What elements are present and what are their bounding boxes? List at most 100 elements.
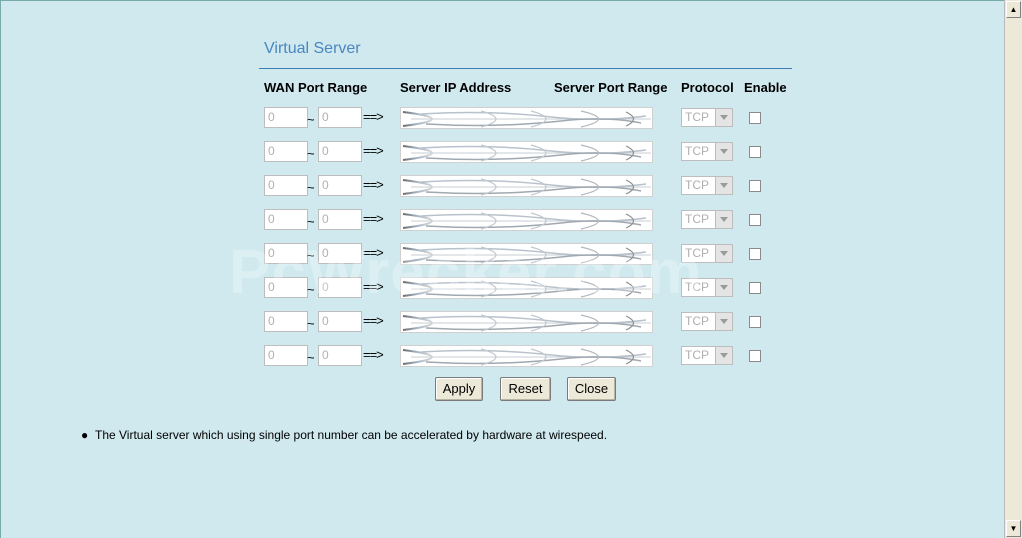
protocol-select[interactable]: TCP — [681, 278, 733, 297]
wan-port-end-input[interactable]: 0 — [318, 209, 362, 230]
enable-checkbox[interactable] — [749, 350, 761, 362]
enable-checkbox[interactable] — [749, 214, 761, 226]
obscured-scribble-icon — [402, 110, 651, 128]
server-ip-and-port-obscured[interactable] — [400, 243, 653, 265]
obscured-scribble-icon — [402, 144, 651, 162]
chevron-down-icon[interactable] — [715, 313, 732, 330]
obscured-scribble-icon — [402, 246, 651, 264]
server-row: 0 ~ 0 ==> — [1, 175, 1001, 199]
server-row: 0 ~ 0 ==> — [1, 243, 1001, 267]
protocol-value: TCP — [685, 144, 709, 158]
chevron-down-icon[interactable] — [715, 143, 732, 160]
vertical-scrollbar[interactable]: ▲ ▼ — [1004, 0, 1022, 538]
enable-checkbox[interactable] — [749, 112, 761, 124]
chevron-down-icon[interactable] — [715, 177, 732, 194]
wan-port-end-input[interactable]: 0 — [318, 311, 362, 332]
chevron-down-icon[interactable] — [715, 109, 732, 126]
header-protocol: Protocol — [681, 80, 734, 95]
wan-port-end-input[interactable]: 0 — [318, 277, 362, 298]
server-ip-and-port-obscured[interactable] — [400, 345, 653, 367]
range-tilde: ~ — [307, 146, 315, 161]
wan-port-start-input[interactable]: 0 — [264, 107, 308, 128]
apply-button[interactable]: Apply — [435, 377, 483, 401]
wan-port-start-input[interactable]: 0 — [264, 141, 308, 162]
range-tilde: ~ — [307, 350, 315, 365]
range-tilde: ~ — [307, 282, 315, 297]
enable-checkbox[interactable] — [749, 146, 761, 158]
obscured-scribble-icon — [402, 314, 651, 332]
server-ip-and-port-obscured[interactable] — [400, 175, 653, 197]
server-row: 0 ~ 0 ==> — [1, 345, 1001, 369]
mapping-arrow: ==> — [363, 279, 384, 294]
protocol-select[interactable]: TCP — [681, 108, 733, 127]
wan-port-start-input[interactable]: 0 — [264, 277, 308, 298]
wan-port-end-input[interactable]: 0 — [318, 175, 362, 196]
chevron-down-icon[interactable] — [715, 279, 732, 296]
protocol-value: TCP — [685, 110, 709, 124]
server-row: 0 ~ 0 ==> — [1, 209, 1001, 233]
protocol-select[interactable]: TCP — [681, 142, 733, 161]
server-ip-and-port-obscured[interactable] — [400, 311, 653, 333]
close-button[interactable]: Close — [567, 377, 616, 401]
enable-checkbox[interactable] — [749, 282, 761, 294]
note-text: The Virtual server which using single po… — [95, 428, 608, 442]
mapping-arrow: ==> — [363, 109, 384, 124]
wan-port-end-input[interactable]: 0 — [318, 107, 362, 128]
server-ip-and-port-obscured[interactable] — [400, 107, 653, 129]
protocol-select[interactable]: TCP — [681, 244, 733, 263]
wan-port-start-input[interactable]: 0 — [264, 311, 308, 332]
protocol-select[interactable]: TCP — [681, 346, 733, 365]
chevron-down-icon[interactable] — [715, 245, 732, 262]
range-tilde: ~ — [307, 248, 315, 263]
header-server-port-range: Server Port Range — [554, 80, 668, 95]
server-ip-and-port-obscured[interactable] — [400, 209, 653, 231]
mapping-arrow: ==> — [363, 347, 384, 362]
wan-port-start-input[interactable]: 0 — [264, 175, 308, 196]
server-ip-and-port-obscured[interactable] — [400, 141, 653, 163]
server-row: 0 ~ 0 ==> — [1, 277, 1001, 301]
protocol-value: TCP — [685, 348, 709, 362]
server-ip-and-port-obscured[interactable] — [400, 277, 653, 299]
range-tilde: ~ — [307, 180, 315, 195]
header-server-ip: Server IP Address — [400, 80, 512, 95]
title-divider — [259, 68, 792, 69]
wan-port-end-input[interactable]: 0 — [318, 141, 362, 162]
mapping-arrow: ==> — [363, 313, 384, 328]
wan-port-start-input[interactable]: 0 — [264, 243, 308, 264]
wan-port-start-input[interactable]: 0 — [264, 345, 308, 366]
mapping-arrow: ==> — [363, 211, 384, 226]
chevron-down-icon[interactable] — [715, 211, 732, 228]
scroll-down-icon[interactable]: ▼ — [1006, 520, 1021, 537]
server-row: 0 ~ 0 ==> — [1, 107, 1001, 131]
wan-port-start-input[interactable]: 0 — [264, 209, 308, 230]
mapping-arrow: ==> — [363, 177, 384, 192]
server-row: 0 ~ 0 ==> — [1, 311, 1001, 335]
range-tilde: ~ — [307, 316, 315, 331]
chevron-down-icon[interactable] — [715, 347, 732, 364]
header-wan-port-range: WAN Port Range — [264, 80, 368, 95]
protocol-value: TCP — [685, 246, 709, 260]
obscured-scribble-icon — [402, 348, 651, 366]
enable-checkbox[interactable] — [749, 316, 761, 328]
wan-port-end-input[interactable]: 0 — [318, 243, 362, 264]
range-tilde: ~ — [307, 214, 315, 229]
obscured-scribble-icon — [402, 178, 651, 196]
bullet-icon: ● — [81, 428, 89, 442]
protocol-value: TCP — [685, 212, 709, 226]
protocol-select[interactable]: TCP — [681, 210, 733, 229]
protocol-select[interactable]: TCP — [681, 312, 733, 331]
wan-port-end-input[interactable]: 0 — [318, 345, 362, 366]
section-title: Virtual Server — [264, 40, 361, 57]
range-tilde: ~ — [307, 112, 315, 127]
protocol-value: TCP — [685, 314, 709, 328]
reset-button[interactable]: Reset — [500, 377, 551, 401]
enable-checkbox[interactable] — [749, 248, 761, 260]
hardware-acceleration-note: ● The Virtual server which using single p… — [81, 428, 607, 442]
mapping-arrow: ==> — [363, 245, 384, 260]
scroll-up-icon[interactable]: ▲ — [1006, 1, 1021, 18]
protocol-select[interactable]: TCP — [681, 176, 733, 195]
obscured-scribble-icon — [402, 212, 651, 230]
enable-checkbox[interactable] — [749, 180, 761, 192]
protocol-value: TCP — [685, 178, 709, 192]
